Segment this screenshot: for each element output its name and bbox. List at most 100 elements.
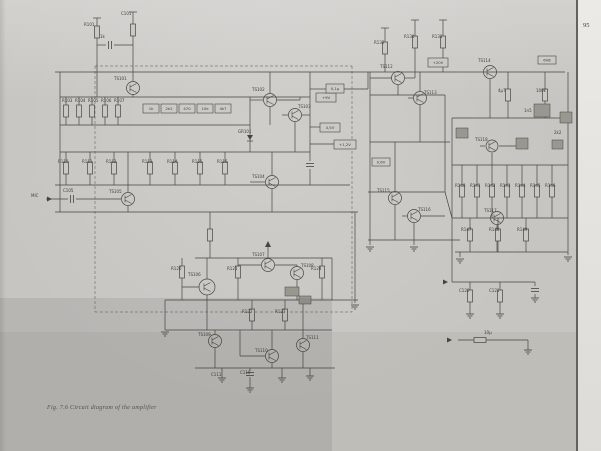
transistor	[388, 191, 402, 205]
transistor	[264, 260, 272, 265]
transistor	[416, 98, 424, 103]
resistor	[89, 104, 95, 118]
transistor	[293, 273, 301, 278]
transistor	[394, 78, 402, 83]
value-box-label: 470	[183, 106, 191, 111]
resistor	[534, 184, 540, 198]
resistor	[87, 161, 93, 175]
arrow-icon	[443, 279, 448, 285]
transistor	[299, 345, 307, 350]
value-box-label: 0,1μ	[331, 86, 340, 91]
resistor	[115, 104, 121, 118]
component-label: R103	[62, 98, 73, 103]
value-box	[427, 57, 449, 68]
component-label: R145	[530, 183, 541, 188]
shaded-component	[455, 127, 469, 139]
value-box	[333, 139, 357, 150]
value-box-label: 4,5V	[326, 125, 335, 130]
arrow-icon	[47, 196, 52, 202]
value-box-label: 10k	[201, 106, 209, 111]
resistor	[130, 23, 136, 37]
shaded-component	[533, 103, 551, 118]
transistor	[263, 93, 277, 107]
component-label: R110	[58, 159, 69, 164]
resistor	[382, 41, 388, 55]
transistor	[299, 340, 307, 345]
transistor	[268, 182, 276, 187]
component-label: TS102	[251, 87, 265, 92]
component-label: R107	[114, 98, 125, 103]
transistor	[265, 175, 279, 189]
arrow-icon	[447, 337, 452, 343]
value-box-label: +9V	[322, 95, 331, 100]
resistor	[207, 228, 213, 242]
value-box-label: 6V8	[543, 58, 551, 63]
component-label: TS111	[305, 335, 319, 340]
transistor	[391, 71, 405, 85]
resistor	[147, 161, 153, 175]
component-label: R143	[500, 183, 511, 188]
transistor	[124, 194, 132, 199]
transistor	[266, 95, 274, 100]
component-label: R140	[455, 183, 466, 188]
component-label: R132	[374, 40, 385, 45]
shaded-component	[551, 139, 564, 150]
transistor	[129, 83, 137, 88]
shaded-component	[559, 111, 573, 124]
component-label: TS113	[423, 90, 437, 95]
component-label: TS117	[483, 208, 497, 213]
resistor	[505, 88, 511, 102]
component-label: TS108	[300, 263, 314, 268]
resistor	[63, 104, 69, 118]
transistor	[290, 266, 304, 280]
value-box	[537, 55, 557, 65]
component-label: TS107	[251, 252, 265, 257]
resistor	[197, 161, 203, 175]
transistor	[124, 199, 132, 204]
component-label: TS101	[113, 76, 127, 81]
transistor	[416, 93, 424, 98]
shaded-component	[284, 286, 300, 297]
resistor	[440, 35, 446, 49]
transistor	[265, 349, 279, 363]
component-label: R115	[192, 159, 203, 164]
component-label: R101	[84, 22, 95, 27]
value-box-label: 0,6V	[377, 160, 386, 165]
transistor	[126, 81, 140, 95]
resistor	[542, 88, 548, 102]
transistor	[486, 67, 494, 72]
transistor	[211, 336, 219, 341]
transistor	[291, 115, 299, 120]
component-label: 2k2	[554, 130, 562, 135]
transistor	[394, 73, 402, 78]
transistor	[203, 287, 211, 292]
resistor	[235, 265, 241, 279]
component-label: R146	[545, 183, 556, 188]
component-label: R124	[311, 266, 322, 271]
transistor	[488, 141, 496, 146]
transistor	[266, 100, 274, 105]
transistor	[488, 146, 496, 151]
component-label: R148	[489, 227, 500, 232]
transistor	[493, 213, 501, 218]
transistor	[483, 65, 497, 79]
component-label: R112	[106, 159, 117, 164]
transistor	[268, 351, 276, 356]
shaded-component	[515, 137, 529, 150]
component-label: R113	[142, 159, 153, 164]
transistor	[268, 177, 276, 182]
transistor	[493, 218, 501, 223]
value-box-label: +20V	[433, 60, 444, 65]
component-label: R122	[242, 309, 253, 314]
resistor	[473, 337, 487, 343]
transistor	[208, 334, 222, 348]
component-label: R116	[217, 159, 228, 164]
resistor	[467, 228, 473, 242]
component-label: 100k	[536, 88, 547, 93]
component-label: R105	[88, 98, 99, 103]
transistor	[288, 108, 302, 122]
resistor	[523, 228, 529, 242]
component-label: C101	[121, 11, 132, 16]
transistors-group	[121, 65, 504, 363]
resistor	[459, 184, 465, 198]
